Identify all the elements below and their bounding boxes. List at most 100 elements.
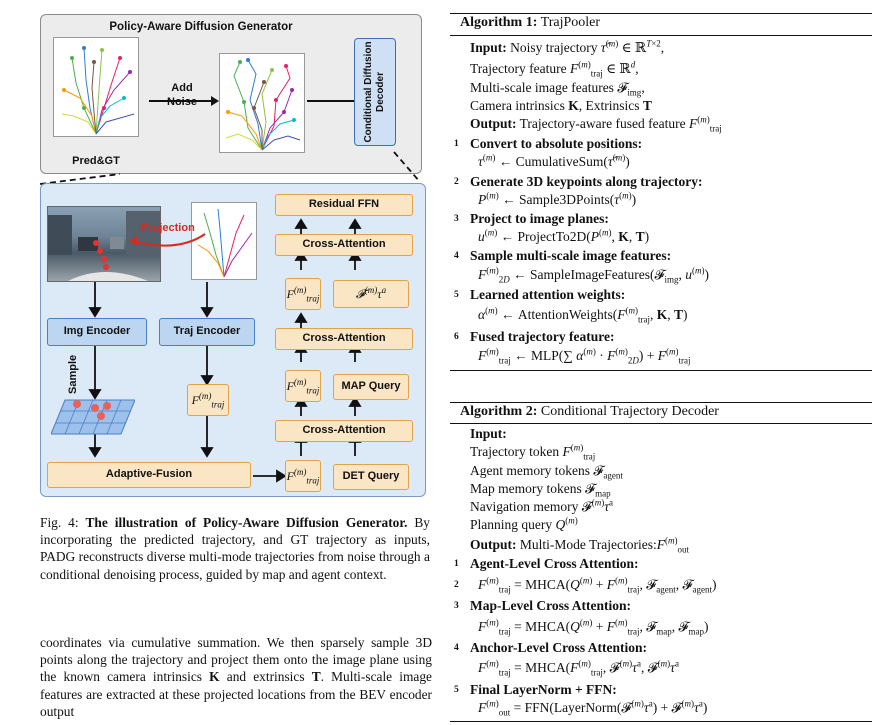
- algo1-step-4-num: 4: [454, 251, 459, 261]
- algo2-step-1-num: 1: [454, 559, 459, 569]
- algo1-input-2-line: Multi-scale image features 𝓕img,: [470, 80, 645, 98]
- pred-gt-label: Pred&GT: [72, 155, 120, 167]
- algo2-step-5-num: 5: [454, 685, 459, 695]
- algo1-output-text: Trajectory-aware fused feature: [519, 116, 686, 131]
- algo1-input-label: Input:: [470, 40, 507, 55]
- algo2-output-text: Multi-Mode Trajectories:: [519, 537, 657, 552]
- algo2-input-4-line: Planning query Q(m): [470, 515, 578, 532]
- algo1-step-6-title: Fused trajectory feature:: [470, 329, 615, 344]
- decoder-label: Conditional Diffusion Decoder: [363, 41, 386, 143]
- algo2-input-3-line: Navigation memory 𝓕(m)τa: [470, 497, 614, 514]
- body-text-2: and extrinsics: [219, 669, 312, 685]
- f-traj-box-bottom: F(m)traj: [285, 460, 321, 492]
- algo1-step-1-expr: τ(m) ← CumulativeSum(τ̂(m)): [478, 152, 630, 169]
- algo1-input-4: Extrinsics: [585, 98, 640, 113]
- algo1-step-1-fn: CumulativeSum: [515, 154, 604, 169]
- algo1-step-2-fn: Sample3DPoints: [519, 192, 610, 207]
- algo1-input-2: Multi-scale image features: [470, 80, 614, 95]
- algo1-step-1-num: 1: [454, 139, 459, 149]
- algo1-input-line: Input: Noisy trajectory τ̂(m) ∈ ℝT×2,: [470, 38, 665, 55]
- algo1-input-3: Camera intrinsics: [470, 98, 565, 113]
- det-query-box: DET Query: [333, 464, 409, 490]
- algo1-step-6-num: 6: [454, 332, 459, 342]
- algo1-input-1-line: Trajectory feature F(m)traj ∈ ℝd,: [470, 59, 639, 79]
- conditional-diffusion-decoder: Conditional Diffusion Decoder: [354, 38, 396, 146]
- algo1-step-5-num: 5: [454, 290, 459, 300]
- add-noise-arrow: [149, 96, 219, 106]
- algo1-step-6-fn: MLP: [531, 348, 559, 363]
- residual-ffn-box: Residual FFN: [275, 194, 413, 216]
- algo1-mid-rule: [450, 35, 872, 36]
- body-t: T: [311, 669, 321, 685]
- algo2-input-1-line: Agent memory tokens 𝓕agent: [470, 463, 623, 481]
- algo2-step-5-title: Final LayerNorm + FFN:: [470, 682, 617, 697]
- algo2-input-2-line: Map memory tokens 𝓕map: [470, 481, 611, 499]
- algo2-title: Algorithm 2: Conditional Trajectory Deco…: [460, 404, 719, 420]
- pred-gt-trajectory-plot: [53, 37, 139, 137]
- algo2-step-4-expr: F(m)traj = MHCA(F(m)traj, 𝓕(m)τa, 𝓕(m)τa: [478, 658, 680, 678]
- sample-label: Sample: [67, 354, 79, 394]
- algo2-step-2-num: 2: [454, 580, 459, 590]
- algo2-step-4-title: Anchor-Level Cross Attention:: [470, 640, 647, 655]
- algo1-step-2-expr: P(m) ← Sample3DPoints(τ(m)): [478, 190, 637, 207]
- algo2-step-1-title: Agent-Level Cross Attention:: [470, 556, 639, 571]
- algo2-input-3: Navigation memory: [470, 499, 579, 514]
- algo1-input-3-line: Camera intrinsics K, Extrinsics T: [470, 98, 652, 113]
- algo1-step-3-title: Project to image planes:: [470, 211, 609, 226]
- algo1-step-5-expr: α(m) ← AttentionWeights(F(m)traj, K, T): [478, 305, 688, 325]
- feature-grid: [51, 399, 135, 435]
- algo2-input-0-line: Trajectory token F(m)traj: [470, 442, 596, 462]
- algo2-input-1: Agent memory tokens: [470, 463, 590, 478]
- caption-text: By incorporating the predicted trajector…: [40, 515, 430, 582]
- algo1-step-4-title: Sample multi-scale image features:: [470, 248, 672, 263]
- body-text-1: coordinates via cumulative summation. We…: [40, 635, 432, 685]
- caption-bold: The illustration of Policy-Aware Diffusi…: [85, 515, 408, 530]
- cross-attention-box-3: Cross-Attention: [275, 234, 413, 256]
- algo1-step-4-expr: F(m)2D ← SampleImageFeatures(𝓕img, u(m)): [478, 265, 709, 285]
- algo2-step-5-expr: F(m)out = FFN(LayerNorm(𝓕(m)τa) + 𝓕(m)τa…: [478, 698, 708, 718]
- zoom-lines: [39, 151, 421, 185]
- algo2-top-rule: [450, 402, 872, 403]
- algo2-step-3-title: Map-Level Cross Attention:: [470, 598, 631, 613]
- cross-attention-box-1: Cross-Attention: [275, 420, 413, 442]
- algo2-input-2: Map memory tokens: [470, 481, 582, 496]
- algo2-bottom-rule: [450, 721, 872, 722]
- algo1-title: Algorithm 1: TrajPooler: [460, 15, 600, 31]
- traj-encoder-box: Traj Encoder: [159, 318, 255, 346]
- algo2-step-5-fn: FFN: [524, 700, 550, 715]
- algo1-step-2-num: 2: [454, 177, 459, 187]
- algo1-input-1: Trajectory feature: [470, 61, 567, 76]
- algo1-step-5-title: Learned attention weights:: [470, 287, 626, 302]
- projection-label: Projection: [141, 222, 195, 234]
- algo2-output-line: Output: Multi-Mode Trajectories:F(m)out: [470, 535, 690, 555]
- map-query-box: MAP Query: [333, 374, 409, 400]
- f-traj-box-mid: F(m)traj: [285, 370, 321, 402]
- projection-arrow: [129, 233, 206, 247]
- noisy-trajectory-plot: [219, 53, 305, 153]
- algo2-step-2-fn: MHCA: [525, 577, 566, 592]
- cross-attention-box-2: Cross-Attention: [275, 328, 413, 350]
- f-tau-box: 𝓕(m)τa: [333, 280, 409, 308]
- algo2-step-3-fn: MHCA: [525, 619, 566, 634]
- algo2-title-bold: Algorithm 2:: [460, 404, 538, 419]
- caption-label: Fig. 4:: [40, 515, 86, 530]
- algo2-input-label: Input:: [470, 426, 507, 441]
- algo1-step-6-expr: F(m)traj ← MLP(∑ α(m) · F(m)2D) + F(m)tr…: [478, 346, 691, 366]
- algo2-step-4-fn: MHCA: [525, 660, 566, 675]
- algo2-step-2-expr: F(m)traj = MHCA(Q(m) + F(m)traj, 𝓕agent,…: [478, 575, 717, 595]
- algo1-output-label: Output:: [470, 116, 517, 131]
- f-traj-box-top: F(m)traj: [285, 278, 321, 310]
- algo2-step-3-num: 3: [454, 601, 459, 611]
- traj-plot: [191, 202, 257, 280]
- algo2-input-0: Trajectory token: [470, 444, 560, 459]
- algo1-step-5-fn: AttentionWeights: [517, 307, 613, 322]
- algo1-step-1-title: Convert to absolute positions:: [470, 136, 643, 151]
- decoder-detail-panel: Projection Img Encoder Traj Encod: [40, 183, 426, 497]
- body-paragraph: coordinates via cumulative summation. We…: [40, 634, 432, 720]
- algo1-title-text: TrajPooler: [537, 15, 601, 30]
- algo1-top-rule: [450, 13, 872, 14]
- generator-title: Policy-Aware Diffusion Generator: [109, 21, 293, 33]
- algo1-step-3-fn: ProjectTo2D: [517, 229, 587, 244]
- algo2-input-4: Planning query: [470, 517, 553, 532]
- body-text-3: . Multi-scale image features are extract…: [40, 669, 432, 719]
